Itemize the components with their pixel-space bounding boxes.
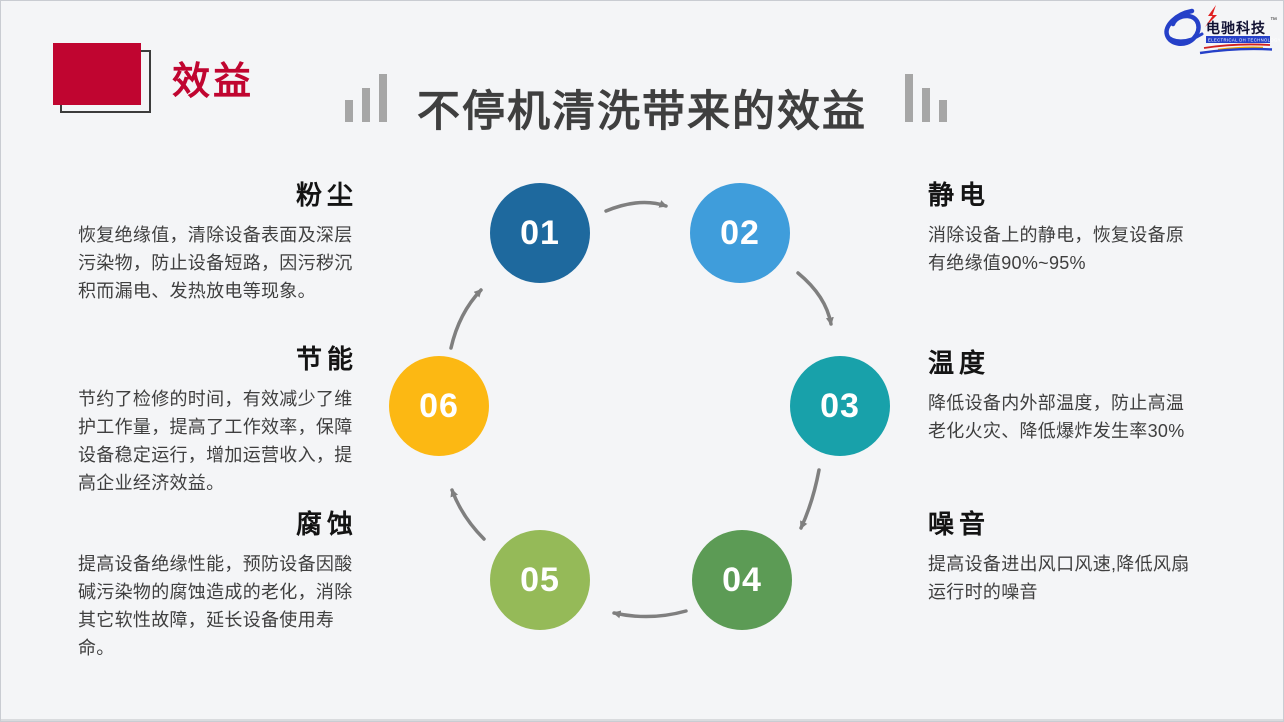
logo-trademark: ™: [1270, 17, 1277, 24]
arrow-01-to-02-icon: [604, 200, 668, 213]
cycle-step-01: 01: [490, 183, 590, 283]
benefit-title: 温度: [928, 348, 991, 378]
arrow-05-to-06-icon: [450, 488, 486, 541]
section-marker-square: [53, 43, 141, 105]
logo-subtitle-text: ELECTRICAL DH TECHNOLOGY: [1208, 37, 1280, 42]
benefit-body: 节约了检修的时间，有效减少了维护工作量，提高了工作效率，保障设备稳定运行，增加运…: [78, 389, 353, 493]
benefit-block-dust: 粉尘 恢复绝缘值，清除设备表面及深层污染物，防止设备短路，因污秽沉积而漏电、发热…: [78, 180, 366, 305]
section-label: 效益: [172, 61, 255, 103]
benefit-title: 腐蚀: [295, 509, 358, 539]
step-number: 01: [520, 213, 560, 252]
company-logo: 电驰科技 ™ ELECTRICAL DH TECHNOLOGY: [1158, 4, 1281, 58]
cycle-step-04: 04: [692, 530, 792, 630]
page-title: 不停机清洗带来的效益: [417, 88, 867, 136]
equalizer-bars-left-icon: [345, 74, 387, 122]
benefit-block-static-electricity: 静电 消除设备上的静电，恢复设备原有绝缘值90%~95%: [928, 180, 1194, 277]
logo-underline-blue: [1199, 47, 1273, 55]
benefit-body: 恢复绝缘值，清除设备表面及深层污染物，防止设备短路，因污秽沉积而漏电、发热放电等…: [78, 225, 353, 301]
cycle-step-03: 03: [790, 356, 890, 456]
arrow-03-to-04-icon: [799, 468, 821, 530]
benefit-block-noise: 噪音 提高设备进出风口风速,降低风扇运行时的噪音: [928, 509, 1194, 606]
step-number: 04: [722, 560, 762, 599]
benefit-body: 消除设备上的静电，恢复设备原有绝缘值90%~95%: [928, 225, 1185, 273]
logo-underline-yellow: [1217, 46, 1264, 51]
logo-swoosh-tail: [1165, 32, 1204, 43]
logo-underline-red: [1203, 43, 1271, 49]
benefit-body: 降低设备内外部温度，防止高温老化火灾、降低爆炸发生率30%: [928, 393, 1185, 441]
benefit-title: 节能: [295, 344, 358, 374]
benefit-title: 噪音: [928, 509, 991, 539]
cycle-step-06: 06: [389, 356, 489, 456]
logo-graphic: 电驰科技 ™ ELECTRICAL DH TECHNOLOGY: [1164, 5, 1281, 55]
benefit-title: 粉尘: [295, 180, 358, 210]
benefit-block-energy-saving: 节能 节约了检修的时间，有效减少了维护工作量，提高了工作效率，保障设备稳定运行，…: [78, 344, 366, 497]
cycle-step-02: 02: [690, 183, 790, 283]
arrow-02-to-03-icon: [796, 271, 834, 326]
step-number: 05: [520, 560, 560, 599]
benefit-block-corrosion: 腐蚀 提高设备绝缘性能，预防设备因酸碱污染物的腐蚀造成的老化，消除其它软性故障，…: [78, 509, 366, 662]
arrow-04-to-05-icon: [612, 609, 688, 619]
step-number: 06: [419, 386, 459, 425]
step-number: 02: [720, 213, 760, 252]
benefit-body: 提高设备进出风口风速,降低风扇运行时的噪音: [928, 554, 1190, 602]
logo-lightning-icon: [1205, 5, 1217, 27]
benefit-block-temperature: 温度 降低设备内外部温度，防止高温老化火灾、降低爆炸发生率30%: [928, 348, 1194, 445]
logo-subtitle-band: [1206, 36, 1270, 43]
arrow-06-to-01-icon: [449, 288, 483, 350]
benefit-body: 提高设备绝缘性能，预防设备因酸碱污染物的腐蚀造成的老化，消除其它软性故障，延长设…: [78, 554, 353, 658]
benefit-title: 静电: [928, 180, 991, 210]
equalizer-bars-right-icon: [905, 74, 947, 122]
cycle-step-05: 05: [490, 530, 590, 630]
logo-brand-text: 电驰科技: [1206, 20, 1266, 37]
step-number: 03: [820, 386, 860, 425]
